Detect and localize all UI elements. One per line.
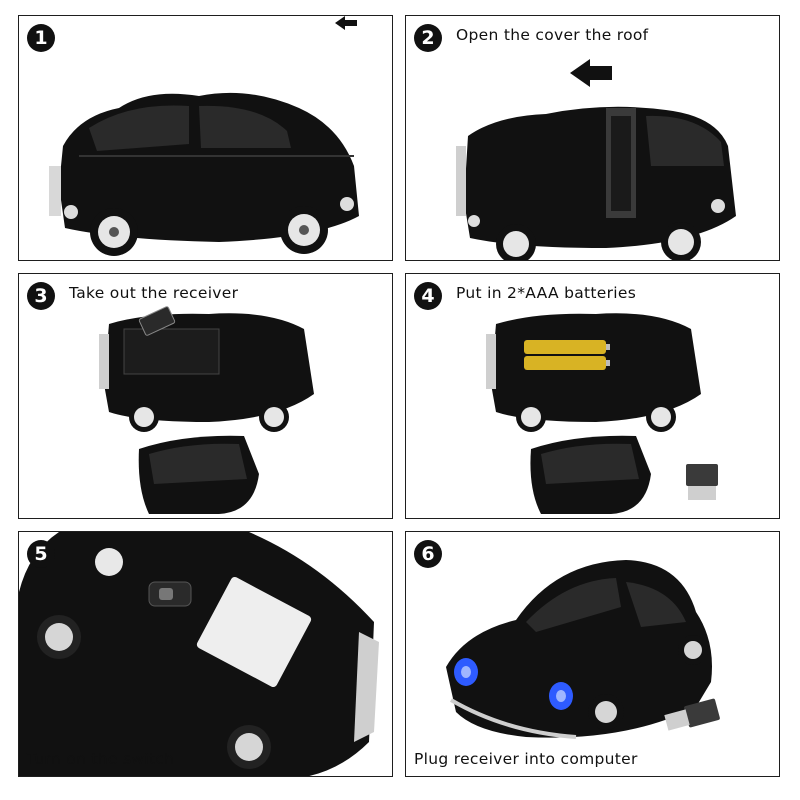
step-6-panel: 6 Plug receiver into computer (405, 531, 780, 777)
power-switch-icon (148, 581, 192, 607)
step-3-badge: 3 (27, 282, 55, 310)
step-1-panel: 1 (18, 15, 393, 261)
blue-headlight-icon (454, 658, 478, 686)
step-2-caption: Open the cover the roof (456, 26, 649, 44)
car-mouse-receiver-removed (99, 306, 314, 514)
car-mouse-side-view (49, 16, 359, 256)
step-2-badge: 2 (414, 24, 442, 52)
aaa-battery-illustration (524, 340, 610, 370)
usb-receiver-icon (138, 306, 176, 336)
step-6-badge: 6 (414, 540, 442, 568)
car-mouse-front-view (446, 560, 720, 739)
blue-headlight-icon (549, 682, 573, 710)
step-4-badge: 4 (414, 282, 442, 310)
step-5-badge: 5 (27, 540, 55, 568)
step-6-caption: Plug receiver into computer (414, 750, 638, 768)
step-4-caption: Put in 2*AAA batteries (456, 284, 637, 302)
step-4-panel: 4 Put in 2*AAA batteries (405, 273, 780, 519)
step-5-caption: Turn on the switch (27, 750, 175, 768)
arrow-left-icon (570, 59, 612, 87)
step-2-panel: 2 Open the cover the roof (405, 15, 780, 261)
car-mouse-open-roof (456, 59, 736, 260)
step-5-panel: 5 Turn on the switch (18, 531, 393, 777)
usb-receiver-icon (664, 698, 720, 731)
car-mouse-battery-install (486, 313, 718, 514)
step-1-badge: 1 (27, 24, 55, 52)
usb-receiver-icon (686, 464, 718, 500)
arrow-left-icon (335, 16, 357, 30)
car-mouse-underside (19, 532, 379, 776)
step-3-panel: 3 Take out the receiver (18, 273, 393, 519)
step-3-caption: Take out the receiver (69, 284, 239, 302)
